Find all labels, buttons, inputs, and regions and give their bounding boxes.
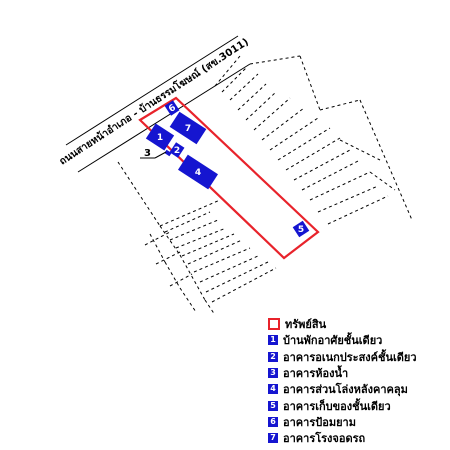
- legend-row: 1 บ้านพักอาศัยชั้นเดียว: [268, 332, 448, 348]
- legend-number: 1: [268, 335, 278, 346]
- parcel-line: [164, 211, 211, 233]
- parcel-line: [199, 255, 259, 283]
- legend: ทรัพย์สิน 1 บ้านพักอาศัยชั้นเดียว 2 อาคา…: [268, 316, 448, 446]
- parcel-line: [229, 73, 259, 101]
- building-5-number: 5: [298, 225, 304, 235]
- legend-row: 7 อาคารโรงจอดรถ: [268, 430, 448, 446]
- legend-label: อาคารอเนกประสงค์ชั้นเดียว: [283, 350, 417, 364]
- road-edge-lower: [77, 63, 251, 173]
- legend-label: อาคารห้องน้ำ: [283, 367, 349, 381]
- parcel-line: [211, 267, 277, 303]
- parcel-line: [299, 55, 321, 111]
- parcel-line: [204, 299, 216, 316]
- building-3-rect: [164, 149, 172, 157]
- parcel-line: [269, 117, 319, 151]
- parcel-line: [164, 261, 181, 289]
- parcel-line: [319, 99, 361, 111]
- parcel-line: [245, 91, 277, 121]
- legend-row: 4 อาคารส่วนโล่งหลังคาคลุม: [268, 381, 448, 397]
- parcel-line: [149, 233, 166, 263]
- road-name: ถนนสายหน้าอำเภอ - บ้านธรรมโฆษณ์ (สข.3011…: [57, 35, 251, 167]
- parcel-line: [249, 55, 301, 65]
- building-6-rect: [164, 100, 180, 116]
- legend-label: อาคารป้อมยาม: [283, 415, 356, 429]
- building-4-number: 4: [195, 168, 201, 178]
- legend-number: 7: [268, 433, 278, 444]
- building-5-rect: [292, 220, 310, 238]
- parcel-line: [205, 261, 269, 293]
- legend-row: 3 อาคารห้องน้ำ: [268, 365, 448, 381]
- parcel-line: [293, 149, 351, 181]
- parcel-line: [179, 287, 197, 313]
- parcel-line: [327, 195, 389, 225]
- parcel-line: [253, 97, 291, 131]
- callout-leader: [154, 151, 167, 159]
- building-6-number: 6: [167, 103, 178, 115]
- parcel-line: [237, 83, 267, 111]
- legend-number: 5: [268, 400, 278, 411]
- legend-label: อาคารโรงจอดรถ: [283, 432, 366, 446]
- parcel-line: [193, 247, 251, 273]
- legend-number: 4: [268, 384, 278, 395]
- parcel-line: [144, 231, 171, 246]
- parcel-line: [117, 161, 161, 227]
- parcel-line: [359, 99, 413, 221]
- building-6: 6: [164, 100, 180, 116]
- parcel-lines: [117, 55, 413, 316]
- building-2-rect: [169, 142, 185, 158]
- building-7-rect: [169, 111, 207, 145]
- legend-label: อาคารส่วนโล่งหลังคาคลุม: [283, 383, 408, 397]
- parcel-line: [221, 67, 247, 93]
- parcel-line: [301, 159, 361, 191]
- legend-label: ทรัพย์สิน: [285, 318, 327, 332]
- parcel-line: [175, 227, 227, 249]
- parcel-line: [309, 171, 371, 201]
- legend-row: 6 อาคารป้อมยาม: [268, 414, 448, 430]
- parcel-line: [155, 251, 181, 265]
- parcel-line: [214, 55, 241, 87]
- building-7: 7: [169, 111, 207, 145]
- parcel-line: [285, 137, 341, 171]
- building-1: 1: [145, 123, 175, 151]
- building-4-rect: [178, 154, 218, 190]
- parcel-line: [261, 107, 305, 141]
- parcel-line: [169, 219, 219, 241]
- parcel-line: [159, 199, 221, 227]
- legend-label: บ้านพักอาศัยชั้นเดียว: [283, 334, 383, 348]
- building-7-number: 7: [185, 124, 191, 134]
- callout-3: 3: [140, 148, 167, 159]
- parcel-line: [369, 171, 396, 191]
- building-2-number: 2: [174, 146, 180, 156]
- building-1-rect: [145, 123, 175, 151]
- parcel-line: [179, 254, 206, 301]
- building-5: 5: [292, 220, 310, 238]
- road-edge-upper: [65, 35, 239, 146]
- building-2: 2: [169, 142, 185, 158]
- legend-row: 2 อาคารอเนกประสงค์ชั้นเดียว: [268, 349, 448, 365]
- parcel-line: [169, 273, 193, 287]
- building-4: 4: [178, 154, 218, 190]
- parcel-line: [159, 225, 181, 256]
- legend-label: อาคารเก็บของชั้นเดียว: [283, 399, 391, 413]
- parcel-line: [277, 127, 331, 161]
- property-swatch: [268, 318, 280, 331]
- parcel-line: [187, 239, 243, 265]
- building-1-number: 1: [157, 133, 163, 143]
- legend-row: 5 อาคารเก็บของชั้นเดียว: [268, 397, 448, 413]
- property-boundary: [138, 96, 320, 260]
- parcel-line: [317, 185, 379, 213]
- road: ถนนสายหน้าอำเภอ - บ้านธรรมโฆษณ์ (สข.3011…: [57, 35, 251, 173]
- legend-number: 2: [268, 351, 278, 362]
- callout-number: 3: [144, 148, 151, 159]
- legend-number: 3: [268, 368, 278, 379]
- legend-row-property: ทรัพย์สิน: [268, 316, 448, 332]
- parcel-line: [339, 139, 381, 161]
- legend-number: 6: [268, 416, 278, 427]
- parcel-line: [181, 233, 235, 257]
- buildings: 6 7 1 2 4 5: [145, 100, 310, 238]
